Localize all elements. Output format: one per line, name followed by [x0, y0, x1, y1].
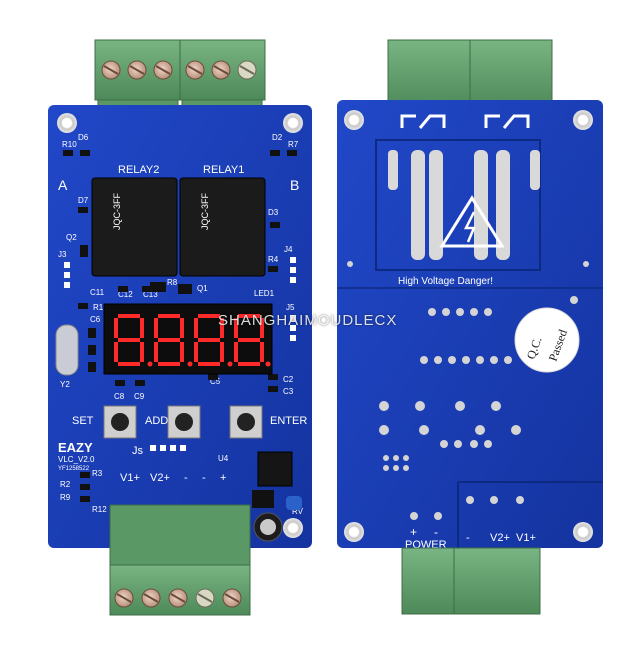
isolation-area [375, 139, 541, 271]
display-digit [154, 314, 193, 367]
relay2-label: RELAY2 [118, 164, 159, 176]
header-pins [64, 257, 296, 451]
smd-components [63, 150, 297, 502]
front-bottom-terminal-block [109, 504, 251, 616]
back-bottom-terminal-left [401, 547, 455, 615]
pcb-label-r12: R12 [92, 505, 107, 514]
screw-row [101, 60, 257, 80]
power-minus-label: - [434, 525, 438, 539]
high-voltage-warning-icon [439, 195, 505, 248]
mounting-hole [57, 113, 77, 133]
pcb-label-d3: D3 [268, 208, 279, 217]
terminal-label-plus: + [220, 472, 226, 484]
high-voltage-warning-text: High Voltage Danger! [398, 276, 493, 287]
pcb-label-rv: RV [292, 507, 304, 516]
pcb-label-q2: Q2 [66, 233, 77, 242]
pcb-label-r9: R9 [60, 493, 71, 502]
pcb-label-c2: C2 [283, 375, 294, 384]
relay-1: JQC-3FF [179, 177, 266, 277]
solder-pads [347, 261, 589, 471]
back-top-terminal-left [387, 39, 471, 109]
pcb-label-r7: R7 [288, 140, 299, 149]
pcb-label-j4: J4 [284, 245, 293, 254]
pcb-label-r4: R4 [268, 255, 279, 264]
back-board: High Voltage Danger! Q.C. Passed + - POW… [337, 39, 603, 615]
model-text: VLC_V2.0 [58, 455, 95, 464]
brand-logo-text: EAZY [58, 440, 93, 455]
mounting-hole [573, 522, 593, 542]
pcb-label-c5: C5 [210, 377, 221, 386]
diode [252, 490, 274, 508]
display-digit [194, 314, 233, 367]
relay1-label: RELAY1 [203, 164, 244, 176]
pcb-label-r3: R3 [92, 469, 103, 478]
pcb-label-d7: D7 [78, 196, 89, 205]
jumper-label: Js [132, 445, 144, 457]
add-label: ADD [145, 415, 168, 427]
pcb-label-r8: R8 [167, 278, 178, 287]
qc-passed-sticker: Q.C. Passed [514, 307, 580, 373]
pcb-label-c3: C3 [283, 387, 294, 396]
crystal-oscillator [55, 324, 79, 376]
voltage-regulator [257, 451, 293, 487]
mounting-hole [283, 113, 303, 133]
pcb-label-j3: J3 [58, 250, 67, 259]
mounting-hole [573, 110, 593, 130]
pcb-label-c13: C13 [143, 290, 158, 299]
display-digit [234, 314, 271, 367]
pcb-label-c9: C9 [134, 392, 145, 401]
serial-text: YF1258522 [58, 466, 90, 472]
relay1-marking: JQC-3FF [200, 193, 210, 231]
add-button [167, 405, 201, 439]
enter-button [229, 405, 263, 439]
input-label-v1: V1+ [516, 532, 536, 544]
enter-label: ENTER [270, 415, 307, 427]
pcb-label-c6: C6 [90, 315, 101, 324]
pcb-label-j5: J5 [286, 303, 295, 312]
display-digit [114, 314, 153, 367]
relay-symbols [400, 114, 530, 129]
mounting-hole [283, 518, 303, 538]
watermark-text: SHANGHAIMOUDLECX [218, 312, 398, 329]
pcb-label-u4: U4 [218, 454, 229, 463]
pcb-label-c8: C8 [114, 392, 125, 401]
mounting-hole [344, 110, 364, 130]
side-label-a: A [58, 177, 68, 193]
side-label-b: B [290, 177, 299, 193]
pcb-label-r1: R1 [93, 303, 104, 312]
pcb-label-d2: D2 [272, 133, 283, 142]
terminal-label-v2: V2+ [150, 472, 170, 484]
pcb-label-d6: D6 [78, 133, 89, 142]
ceramic-capacitor [286, 496, 302, 510]
pcb-label-q1: Q1 [197, 284, 208, 293]
relay-2: JQC-3FF [91, 177, 178, 277]
terminal-label-v1: V1+ [120, 472, 140, 484]
pcb-label-y2: Y2 [60, 380, 70, 389]
back-top-terminal-right [469, 39, 553, 109]
terminal-label-minus-1: - [184, 472, 188, 484]
input-label-v2: V2+ [490, 532, 510, 544]
set-button [103, 405, 137, 439]
seven-segment-display [103, 303, 273, 375]
relay2-marking: JQC-3FF [112, 193, 122, 231]
back-pcb [337, 100, 603, 548]
pcb-label-c12: C12 [118, 290, 133, 299]
back-bottom-terminal-right [453, 547, 541, 615]
front-board: R10 D6 D2 R7 RELAY2 RELAY1 A B D7 D3 Q2 … [48, 39, 312, 616]
solder-traces [388, 150, 540, 260]
power-plus-label: + [410, 525, 417, 539]
input-label-minus: - [466, 532, 470, 544]
pcb-label-led1: LED1 [254, 289, 275, 298]
pcb-label-r10: R10 [62, 140, 77, 149]
pcb-label-c11: C11 [90, 288, 105, 297]
pcb-label-r2: R2 [60, 480, 71, 489]
set-label: SET [72, 415, 94, 427]
terminal-label-minus-2: - [202, 472, 206, 484]
mounting-hole [344, 522, 364, 542]
